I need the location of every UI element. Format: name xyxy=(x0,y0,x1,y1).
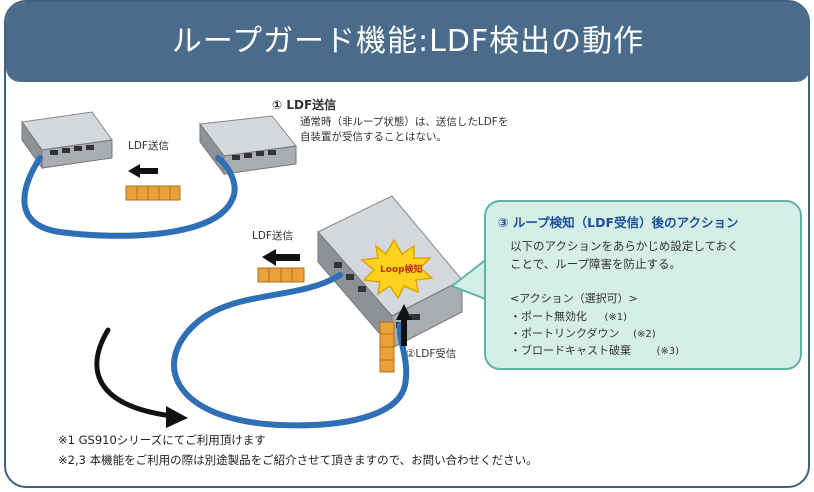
action-note: (※1) xyxy=(604,312,628,323)
action-item: ・ポート無効化 (※1) xyxy=(510,308,627,324)
title-bar: ループガード機能:LDF検出の動作 xyxy=(6,2,810,82)
step1-desc-line2: 自装置が受信することはない。 xyxy=(300,131,447,143)
action-item: ・ブロードキャスト破棄 (※3) xyxy=(510,342,679,358)
arrow-left-icon-step1 xyxy=(128,164,158,178)
action-item: ・ポートリンクダウン (※2) xyxy=(510,325,656,341)
loop-detect-burst-icon xyxy=(360,238,434,300)
switch-right-icon xyxy=(199,115,297,176)
action-note: (※2) xyxy=(633,329,656,340)
step3-heading: ③ ループ検知（LDF受信）後のアクション xyxy=(498,215,739,230)
switch-left-icon xyxy=(21,111,113,170)
loop-direction-arrow-icon xyxy=(94,327,188,428)
actions-heading: <アクション（選択可）> xyxy=(510,292,638,305)
packet-icon-receive xyxy=(379,321,395,373)
page-title: ループガード機能:LDF検出の動作 xyxy=(171,24,645,59)
cable-step2 xyxy=(171,272,410,429)
step1-desc-line1: 通常時（非ループ状態）は、送信したLDFを xyxy=(300,116,509,128)
action-label: ・ブロードキャスト破棄 xyxy=(510,344,631,357)
loop-detect-label: Loop検知 xyxy=(380,265,423,275)
footnote-2: ※2,3 本機能をご利用の際は別途製品をご紹介させて頂きますので、お問い合わせく… xyxy=(58,453,538,467)
step1-heading: ① LDF送信 xyxy=(272,98,337,112)
cable-step1 xyxy=(21,155,238,239)
arrow-left-icon-step2 xyxy=(262,249,300,266)
step1-send-label: LDF送信 xyxy=(128,140,169,152)
action-note: (※3) xyxy=(656,346,680,357)
packet-icon-step1 xyxy=(125,185,181,201)
arrow-up-icon-receive xyxy=(396,304,412,346)
step3-desc-line1: 以下のアクションをあらかじめ設定しておく xyxy=(510,239,739,253)
action-box: ③ ループ検知（LDF受信）後のアクション 以下のアクションをあらかじめ設定して… xyxy=(484,200,802,370)
footnote-1: ※1 GS910シリーズにてご利用頂けます xyxy=(58,433,266,447)
step2-send-label: LDF送信 xyxy=(252,230,293,242)
action-label: ・ポート無効化 xyxy=(510,310,587,323)
action-label: ・ポートリンクダウン xyxy=(510,327,620,340)
step3-desc-line2: ことで、ループ障害を防止する。 xyxy=(510,257,682,271)
packet-icon-step2 xyxy=(257,267,305,283)
step2-receive-label: ②LDF受信 xyxy=(406,348,457,360)
